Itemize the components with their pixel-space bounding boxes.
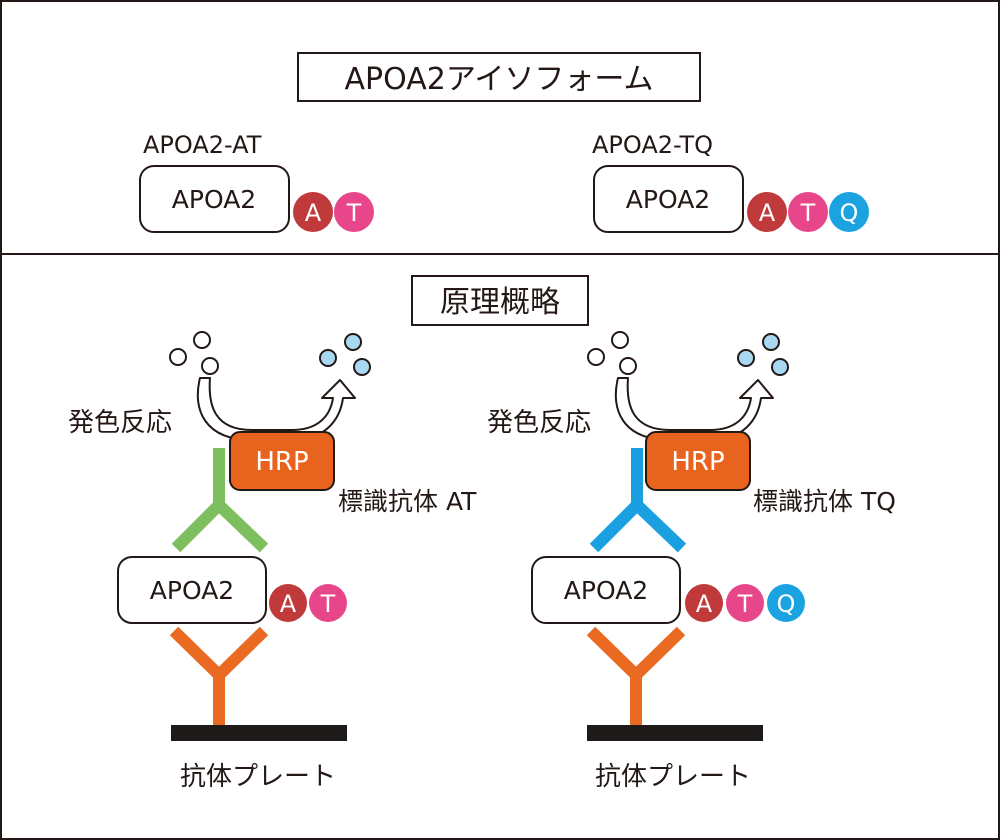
apoa2-antigen-box: [117, 556, 267, 624]
isoform-label-tq: APOA2-TQ: [592, 131, 713, 159]
reaction-label: 発色反応: [487, 408, 591, 438]
apoa2-protein-box: [139, 165, 290, 233]
apoa2-antigen-label: APOA2: [150, 576, 234, 605]
residue-q-marker: Q: [829, 192, 869, 232]
apoa2-protein-label: APOA2: [172, 185, 256, 214]
residue-t-marker: T: [309, 584, 347, 622]
substrate-bubbles: [169, 331, 219, 375]
residue-a-marker: A: [269, 584, 307, 622]
residue-q-marker: Q: [767, 584, 805, 622]
residue-a-label: A: [759, 199, 776, 227]
labeled-antibody-blue-icon: [589, 448, 687, 553]
substrate-bubbles: [587, 331, 637, 375]
hrp-label: HRP: [671, 447, 724, 477]
residue-t-label: T: [320, 590, 336, 618]
apoa2-protein-label: APOA2: [626, 185, 710, 214]
residue-t-marker: T: [726, 584, 764, 622]
residue-q-label: Q: [840, 199, 859, 227]
antibody-plate: [587, 725, 763, 741]
residue-q-label: Q: [777, 590, 796, 618]
hrp-enzyme-box: [229, 431, 335, 491]
capture-antibody-icon: [169, 626, 269, 727]
residue-a-label: A: [280, 590, 297, 618]
labeled-antibody-label: 標識抗体 AT: [338, 487, 477, 516]
apoa2-protein-box: [593, 165, 744, 233]
residue-a-label: A: [305, 199, 322, 227]
hrp-enzyme-box: [645, 431, 751, 491]
residue-t-marker: T: [334, 192, 374, 232]
assay-tq: 発色反応 HRP 標識抗体 TQ APOA2 A T Q 抗体プレート: [487, 331, 896, 792]
isoform-title: APOA2アイソフォーム: [345, 62, 654, 97]
labeled-antibody-green-icon: [171, 448, 269, 553]
isoform-title-box: [297, 52, 701, 102]
isoform-label-at: APOA2-AT: [143, 131, 262, 159]
residue-a-marker: A: [685, 584, 723, 622]
residue-a-label: A: [696, 590, 713, 618]
apoa2-antigen-box: [531, 556, 681, 624]
hrp-label: HRP: [255, 447, 308, 477]
product-bubbles: [737, 333, 789, 376]
plate-label: 抗体プレート: [595, 762, 751, 792]
labeled-antibody-label: 標識抗体 TQ: [753, 487, 896, 516]
reaction-label: 発色反応: [68, 408, 172, 438]
principle-title-box: [411, 275, 589, 326]
apoa2-antigen-label: APOA2: [564, 576, 648, 605]
principle-title: 原理概略: [440, 285, 560, 320]
residue-t-label: T: [346, 199, 362, 227]
product-bubbles: [319, 333, 371, 376]
reaction-arrow-icon: [196, 377, 356, 441]
capture-antibody-icon: [586, 626, 686, 727]
plate-label: 抗体プレート: [180, 762, 336, 792]
residue-t-marker: T: [788, 192, 828, 232]
assay-at: 発色反応 HRP 標識抗体 AT APOA2 A T 抗体プレート: [68, 331, 477, 792]
residue-t-label: T: [800, 199, 816, 227]
reaction-arrow-icon: [614, 377, 774, 441]
residue-a-marker: A: [747, 192, 787, 232]
antibody-plate: [171, 725, 347, 741]
residue-a-marker: A: [293, 192, 333, 232]
residue-t-label: T: [737, 590, 753, 618]
